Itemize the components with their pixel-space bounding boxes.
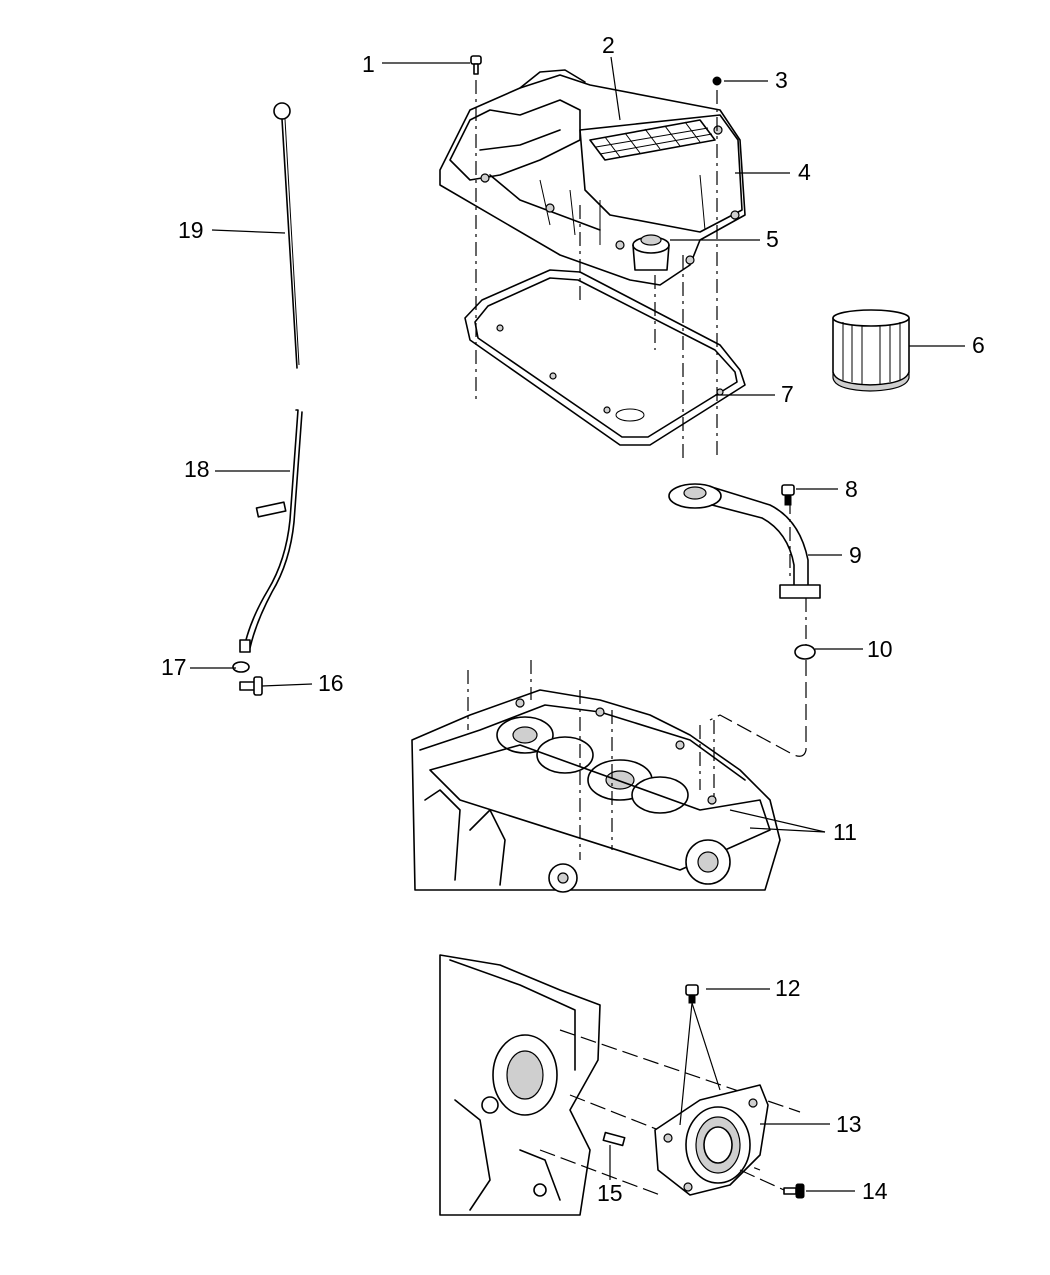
callout-4: 4	[798, 159, 811, 185]
drain-plug-3	[712, 76, 722, 86]
callout-3: 3	[775, 67, 788, 93]
callout-5: 5	[766, 226, 779, 252]
oil-pickup-tube	[668, 483, 821, 599]
callout-11: 11	[833, 819, 857, 845]
callout-18: 18	[184, 456, 210, 482]
windage-tray-grid	[589, 119, 716, 161]
leader-lines	[190, 56, 965, 1192]
callout-2: 2	[602, 32, 615, 58]
oil-pan-gasket	[464, 269, 746, 446]
bolt-8	[781, 484, 795, 506]
o-ring-17	[232, 661, 250, 673]
callout-15: 15	[597, 1180, 623, 1206]
callout-9: 9	[849, 542, 862, 568]
callout-7: 7	[781, 381, 794, 407]
bolt-16	[239, 676, 263, 696]
callout-17: 17	[161, 654, 187, 680]
engine-block-rear	[439, 954, 601, 1216]
callout-8: 8	[845, 476, 858, 502]
callout-16: 16	[318, 670, 344, 696]
dipstick-upper	[273, 102, 300, 369]
bolt-1	[470, 55, 482, 75]
dipstick-tube	[239, 409, 303, 653]
dowel-pin-15	[602, 1131, 626, 1147]
oil-filter	[832, 309, 910, 392]
bolt-14	[783, 1183, 805, 1199]
callout-labels: 1 2 3 4 5 6 7 8 9 10 11 12 13 14 15 16 1…	[161, 32, 985, 1206]
rear-seal-retainer	[654, 1084, 769, 1196]
engine-block-lower	[411, 689, 781, 893]
callout-12: 12	[775, 975, 801, 1001]
callout-13: 13	[836, 1111, 862, 1137]
oil-pan	[439, 69, 746, 286]
callout-1: 1	[362, 51, 375, 77]
crank-sprocket	[685, 839, 731, 885]
callout-14: 14	[862, 1178, 888, 1204]
bolt-12	[685, 984, 699, 1004]
callout-19: 19	[178, 217, 204, 243]
drain-plug-boss	[632, 234, 670, 271]
o-ring-10	[794, 644, 816, 660]
callout-10: 10	[867, 636, 893, 662]
callout-6: 6	[972, 332, 985, 358]
